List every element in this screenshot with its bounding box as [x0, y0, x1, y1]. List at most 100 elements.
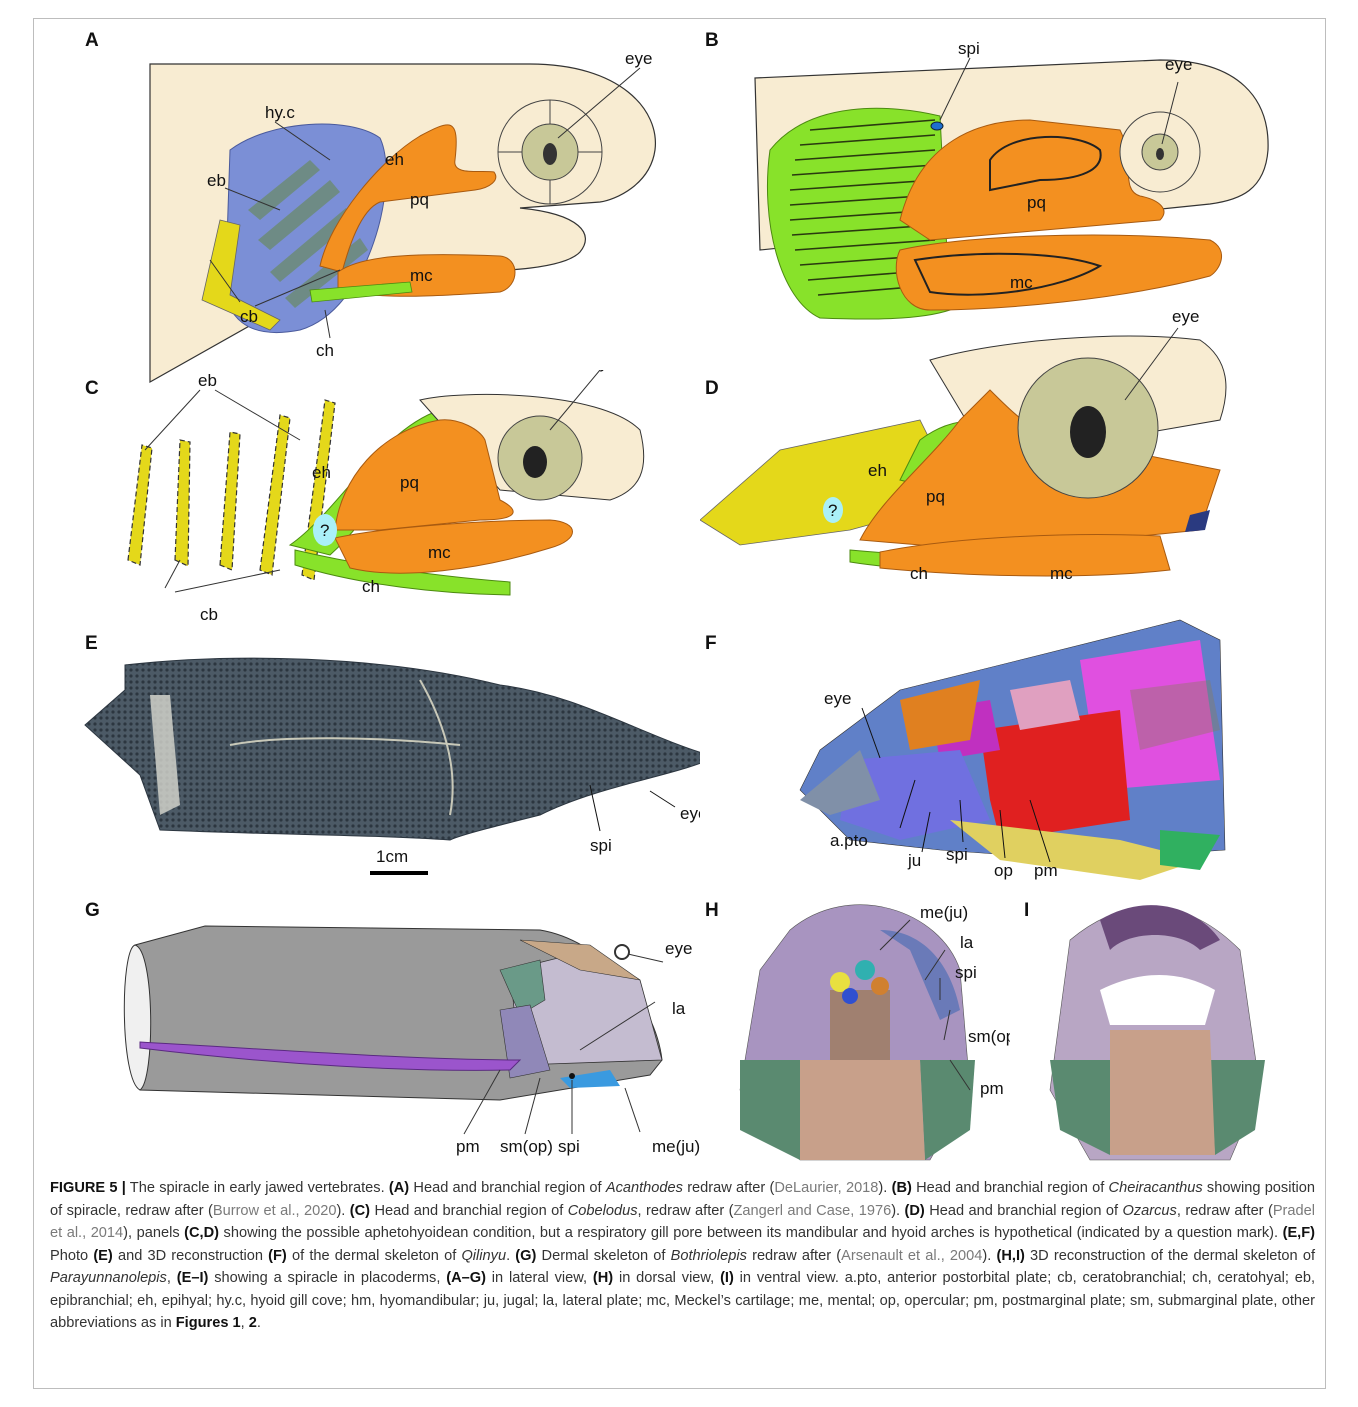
- caption-text: redraw after (: [747, 1248, 841, 1264]
- label-ch: ch: [362, 577, 380, 596]
- label-smop: sm(op): [500, 1137, 553, 1156]
- caption-text: Head and branchial region of: [912, 1180, 1109, 1196]
- caption-taxon: Cheiracanthus: [1109, 1180, 1203, 1196]
- label-eye: eye: [680, 804, 700, 823]
- caption-ref-hi: (H,I): [997, 1248, 1025, 1264]
- citation-link[interactable]: DeLaurier, 2018: [774, 1180, 878, 1196]
- caption-text: Head and branchial region of: [409, 1180, 606, 1196]
- figure-link[interactable]: Figures 1: [176, 1315, 241, 1331]
- caption-ref-b: (B): [892, 1180, 912, 1196]
- caption-text: ).: [878, 1180, 891, 1196]
- caption-text: showing a spiracle in placoderms,: [208, 1270, 446, 1286]
- panel-d-drawing: eye eh ? pq ch mc: [700, 300, 1300, 600]
- caption-text: in lateral view,: [486, 1270, 593, 1286]
- label-q: ?: [320, 521, 329, 540]
- panel-i-model: [1010, 890, 1300, 1180]
- caption-text: Photo: [50, 1248, 93, 1264]
- caption-ref-g: (G): [515, 1248, 536, 1264]
- citation-link[interactable]: Burrow et al., 2020: [213, 1203, 337, 1219]
- panel-f: F eye a.pto ju spi op pm: [700, 600, 1320, 890]
- panel-d: D eye eh ? pq ch mc: [700, 300, 1300, 600]
- label-pm: pm: [980, 1079, 1004, 1098]
- caption-taxon: Acanthodes: [606, 1180, 683, 1196]
- panel-i: I: [1010, 890, 1300, 1180]
- caption-taxon: Parayunnanolepis: [50, 1270, 167, 1286]
- caption-ref-i: (I): [720, 1270, 734, 1286]
- label-mc: mc: [1010, 273, 1033, 292]
- caption-ref-ei: (E–I): [177, 1270, 209, 1286]
- panel-c: C eb eye eh ? pq mc ch cb: [80, 370, 680, 630]
- caption-text: The spiracle in early jawed vertebrates.: [126, 1180, 389, 1196]
- panel-g-drawing: eye la pm sm(op) spi me(ju): [80, 890, 720, 1160]
- label-spi: spi: [955, 963, 977, 982]
- panel-a-drawing: eye hy.c eb eh pq mc cb ch: [80, 20, 660, 385]
- caption-figure-label: FIGURE 5 |: [50, 1180, 126, 1196]
- caption-text: , redraw after (: [638, 1203, 734, 1219]
- label-pq: pq: [410, 190, 429, 209]
- label-eh: eh: [312, 463, 331, 482]
- caption-ref-ag: (A–G): [446, 1270, 486, 1286]
- label-cb: cb: [240, 307, 258, 326]
- caption-text: Dermal skeleton of: [536, 1248, 670, 1264]
- label-pm: pm: [456, 1137, 480, 1156]
- label-ju: ju: [907, 851, 921, 870]
- label-smop: sm(op): [968, 1027, 1010, 1046]
- label-eye: eye: [625, 49, 652, 68]
- label-ch: ch: [316, 341, 334, 360]
- label-pm: pm: [1034, 861, 1058, 880]
- label-spi: spi: [946, 845, 968, 864]
- caption-text: ,: [241, 1315, 249, 1331]
- panel-f-model: eye a.pto ju spi op pm: [700, 600, 1320, 890]
- label-eb: eb: [198, 371, 217, 390]
- caption-text: in dorsal view,: [613, 1270, 720, 1286]
- label-op: op: [994, 861, 1013, 880]
- citation-link[interactable]: Zangerl and Case, 1976: [734, 1203, 892, 1219]
- label-pq: pq: [400, 473, 419, 492]
- caption-ref-h: (H): [593, 1270, 613, 1286]
- caption-ref-e: (E): [93, 1248, 112, 1264]
- label-spi: spi: [590, 836, 612, 855]
- caption-text: and 3D reconstruction: [113, 1248, 268, 1264]
- caption-text: 3D reconstruction of the dermal skeleton…: [1025, 1248, 1315, 1264]
- label-eye: eye: [665, 939, 692, 958]
- label-q: ?: [828, 501, 837, 520]
- label-eh: eh: [868, 461, 887, 480]
- label-eb: eb: [207, 171, 226, 190]
- caption-ref-f: (F): [268, 1248, 287, 1264]
- label-mc: mc: [1050, 564, 1073, 583]
- panel-c-drawing: eb eye eh ? pq mc ch cb: [80, 370, 680, 630]
- label-eye: eye: [1165, 55, 1192, 74]
- panel-h-model: me(ju) la spi sm(op) pm: [700, 890, 1010, 1180]
- caption-text: Head and branchial region of: [370, 1203, 568, 1219]
- caption-ref-ef: (E,F): [1283, 1225, 1315, 1241]
- label-mc: mc: [428, 543, 451, 562]
- caption-text: Head and branchial region of: [925, 1203, 1123, 1219]
- scale-bar: [370, 871, 428, 875]
- label-hyc: hy.c: [265, 103, 295, 122]
- label-pq: pq: [1027, 193, 1046, 212]
- label-meju: me(ju): [652, 1137, 700, 1156]
- figure-link[interactable]: 2: [249, 1315, 257, 1331]
- caption-text: ).: [336, 1203, 349, 1219]
- caption-taxon: Ozarcus: [1123, 1203, 1177, 1219]
- caption-ref-a: (A): [389, 1180, 409, 1196]
- caption-text: showing the possible aphetohyoidean cond…: [219, 1225, 1283, 1241]
- panel-g: G eye la pm sm(op) spi me(ju): [80, 890, 720, 1160]
- label-apto: a.pto: [830, 831, 868, 850]
- label-ch: ch: [910, 564, 928, 583]
- caption-taxon: Cobelodus: [568, 1203, 638, 1219]
- caption-ref-c: (C): [350, 1203, 370, 1219]
- citation-link[interactable]: Arsenault et al., 2004: [841, 1248, 982, 1264]
- panel-h: H me(ju) la spi sm(op) pm: [700, 890, 1010, 1180]
- label-mc: mc: [410, 266, 433, 285]
- label-eye: eye: [590, 370, 617, 372]
- label-eye: eye: [1172, 307, 1199, 326]
- scale-bar-label: 1cm: [376, 847, 408, 867]
- panel-e: E eye spi 1cm: [80, 625, 700, 890]
- caption-ref-d: (D): [905, 1203, 925, 1219]
- caption-taxon: Qilinyu: [461, 1248, 506, 1264]
- caption-text: ).: [982, 1248, 996, 1264]
- label-spi: spi: [558, 1137, 580, 1156]
- caption-taxon: Bothriolepis: [671, 1248, 747, 1264]
- label-spi: spi: [958, 39, 980, 58]
